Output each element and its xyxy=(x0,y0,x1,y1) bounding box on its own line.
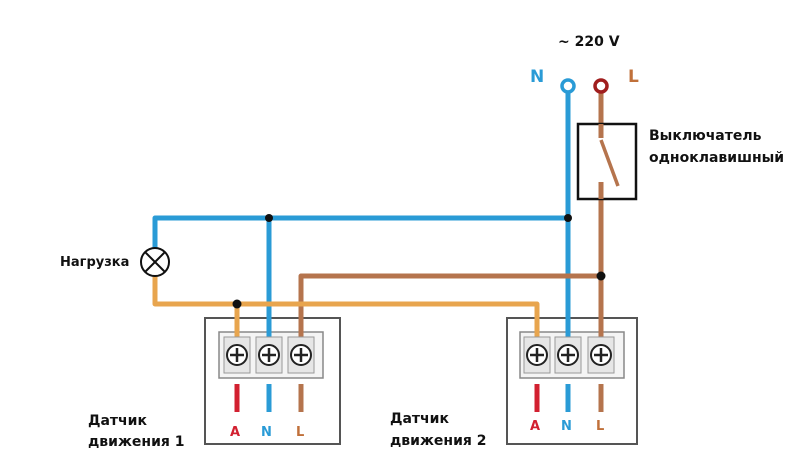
supply-terminal-icon xyxy=(560,78,576,94)
neutral-top-wire xyxy=(152,215,568,248)
sensor-1-label-line1: Датчик xyxy=(88,413,147,429)
switch-label-line2: одноклавишный xyxy=(649,150,784,166)
sensor-1-label-line2: движения 1 xyxy=(88,434,185,450)
switch-icon xyxy=(576,122,638,201)
junction-dot xyxy=(232,299,242,309)
junction-dot xyxy=(564,214,572,222)
junctions xyxy=(232,214,606,309)
load-label: Нагрузка xyxy=(60,255,129,270)
terminal-screw-icon xyxy=(223,336,251,374)
terminal-screw-icon xyxy=(587,336,615,374)
sensor-2-terminal-a-label: A xyxy=(530,419,540,434)
switch-label-line1: Выключатель xyxy=(649,128,762,144)
sensor-2-label-line2: движения 2 xyxy=(390,433,487,449)
sensor-2-label-line1: Датчик xyxy=(390,411,449,427)
terminal-screws xyxy=(223,336,615,374)
load-wiring xyxy=(152,276,540,340)
sensor-2-terminal-n-label: N xyxy=(561,419,572,434)
sensor-1-terminal-a-label: A xyxy=(230,425,240,440)
neutral-label: N xyxy=(530,67,544,87)
terminal-screw-icon xyxy=(554,336,582,374)
supply-terminal-icon xyxy=(593,78,609,94)
junction-dot xyxy=(265,214,273,222)
lamp-icon xyxy=(140,247,170,277)
line-label: L xyxy=(628,67,639,87)
sensor-leads xyxy=(234,384,604,412)
terminal-screw-icon xyxy=(523,336,551,374)
sensor-1-terminal-l-label: L xyxy=(296,425,304,440)
line-sensor-1-wire xyxy=(298,273,601,340)
line-wiring xyxy=(298,88,604,340)
load-return-wire xyxy=(152,276,540,340)
terminal-screw-icon xyxy=(287,336,315,374)
sensor-2-terminal-l-label: L xyxy=(596,419,604,434)
voltage-label: ~ 220 V xyxy=(558,34,620,50)
sensor-1-terminal-n-label: N xyxy=(261,425,272,440)
junction-dot xyxy=(596,271,606,281)
terminal-screw-icon xyxy=(255,336,283,374)
